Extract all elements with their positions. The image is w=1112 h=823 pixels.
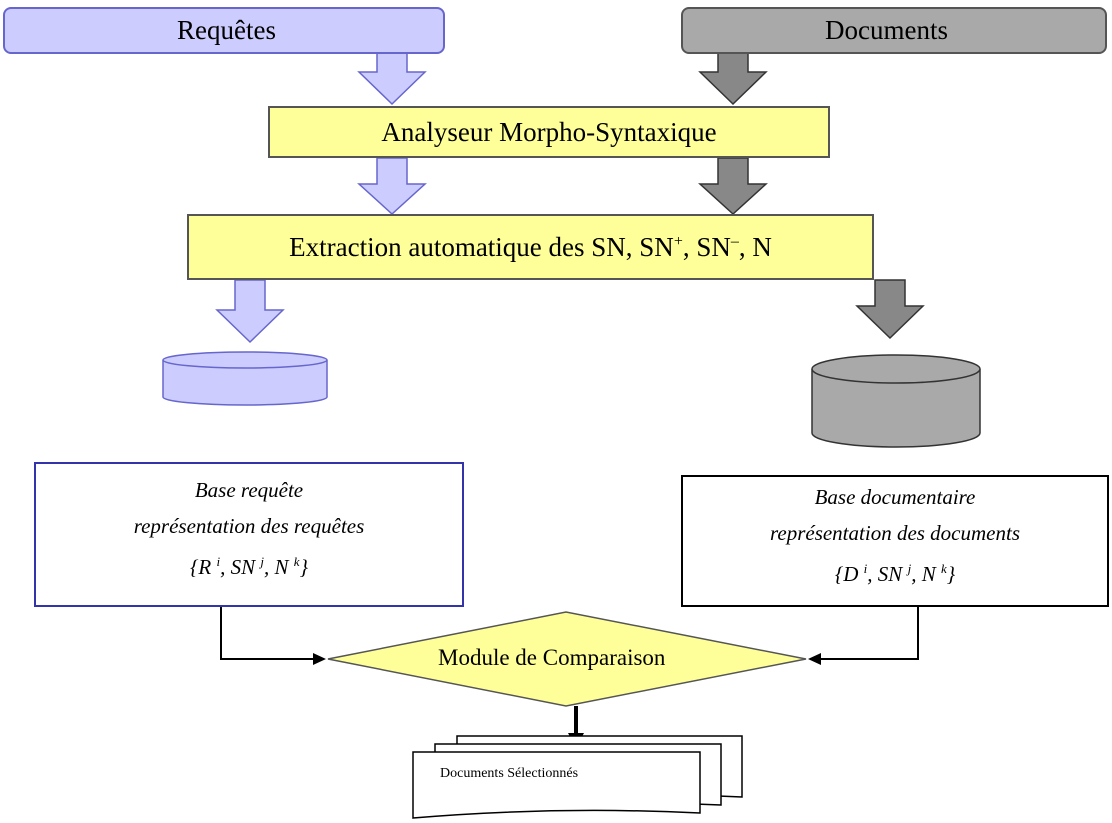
queries-input-box: Requêtes bbox=[3, 7, 445, 54]
extraction-plus: + bbox=[673, 232, 683, 250]
formula-part: , N bbox=[264, 555, 294, 579]
extraction-label: Extraction automatique des SN, SN+, SN–,… bbox=[289, 232, 772, 263]
query-database-icon bbox=[162, 351, 328, 406]
query-arrow-1 bbox=[357, 46, 427, 106]
doc-comparison-link bbox=[818, 590, 919, 660]
doc-arrow-1 bbox=[698, 46, 768, 106]
formula-sup: j bbox=[907, 561, 912, 576]
query-arrow-3 bbox=[215, 279, 285, 344]
document-base-title: Base documentaire bbox=[814, 485, 976, 509]
selected-documents-stack-icon bbox=[412, 735, 743, 819]
formula-sup: k bbox=[293, 554, 300, 569]
documents-input-box: Documents bbox=[681, 7, 1107, 54]
formula-sup: i bbox=[216, 554, 221, 569]
selected-documents-label: Documents Sélectionnés bbox=[440, 766, 579, 781]
document-database-icon bbox=[811, 354, 981, 448]
query-base-box: Base requête représentation des requêtes… bbox=[34, 462, 464, 607]
query-comparison-link bbox=[220, 590, 318, 660]
analyzer-label: Analyseur Morpho-Syntaxique bbox=[381, 116, 717, 147]
formula-part: , N bbox=[911, 562, 941, 586]
formula-part: , SN bbox=[867, 562, 908, 586]
doc-arrow-2 bbox=[698, 157, 768, 216]
comparison-diamond bbox=[327, 611, 807, 707]
extraction-prefix: Extraction automatique des SN, SN bbox=[289, 231, 674, 262]
document-base-formula: {D i, SN j, N k} bbox=[683, 551, 1107, 592]
morpho-syntactic-analyzer-box: Analyseur Morpho-Syntaxique bbox=[268, 106, 830, 158]
formula-part: } bbox=[946, 562, 956, 586]
formula-part: {D bbox=[834, 562, 864, 586]
documents-label: Documents bbox=[825, 15, 948, 45]
document-base-box: Base documentaire représentation des doc… bbox=[681, 475, 1109, 607]
formula-sup: i bbox=[863, 561, 868, 576]
query-base-subtitle: représentation des requêtes bbox=[133, 514, 365, 538]
formula-part: } bbox=[299, 555, 308, 579]
formula-part: {R bbox=[190, 555, 217, 579]
extraction-minus: – bbox=[730, 232, 739, 250]
formula-sup: j bbox=[260, 554, 265, 569]
formula-part: , SN bbox=[220, 555, 261, 579]
formula-sup: k bbox=[940, 561, 947, 576]
query-base-formula: {R i, SN j, N k} bbox=[36, 544, 462, 585]
extraction-mid: , SN bbox=[682, 231, 731, 262]
arrowhead-to-comparison-left bbox=[313, 653, 326, 665]
comparison-module-label: Module de Comparaison bbox=[438, 645, 666, 670]
extraction-box: Extraction automatique des SN, SN+, SN–,… bbox=[187, 214, 874, 280]
query-arrow-2 bbox=[357, 157, 427, 216]
extraction-suffix: , N bbox=[738, 231, 772, 262]
doc-arrow-3 bbox=[855, 279, 925, 340]
query-base-title: Base requête bbox=[194, 478, 304, 502]
queries-label: Requêtes bbox=[177, 15, 276, 45]
document-base-subtitle: représentation des documents bbox=[769, 521, 1020, 545]
arrowhead-to-comparison-right bbox=[808, 653, 821, 665]
